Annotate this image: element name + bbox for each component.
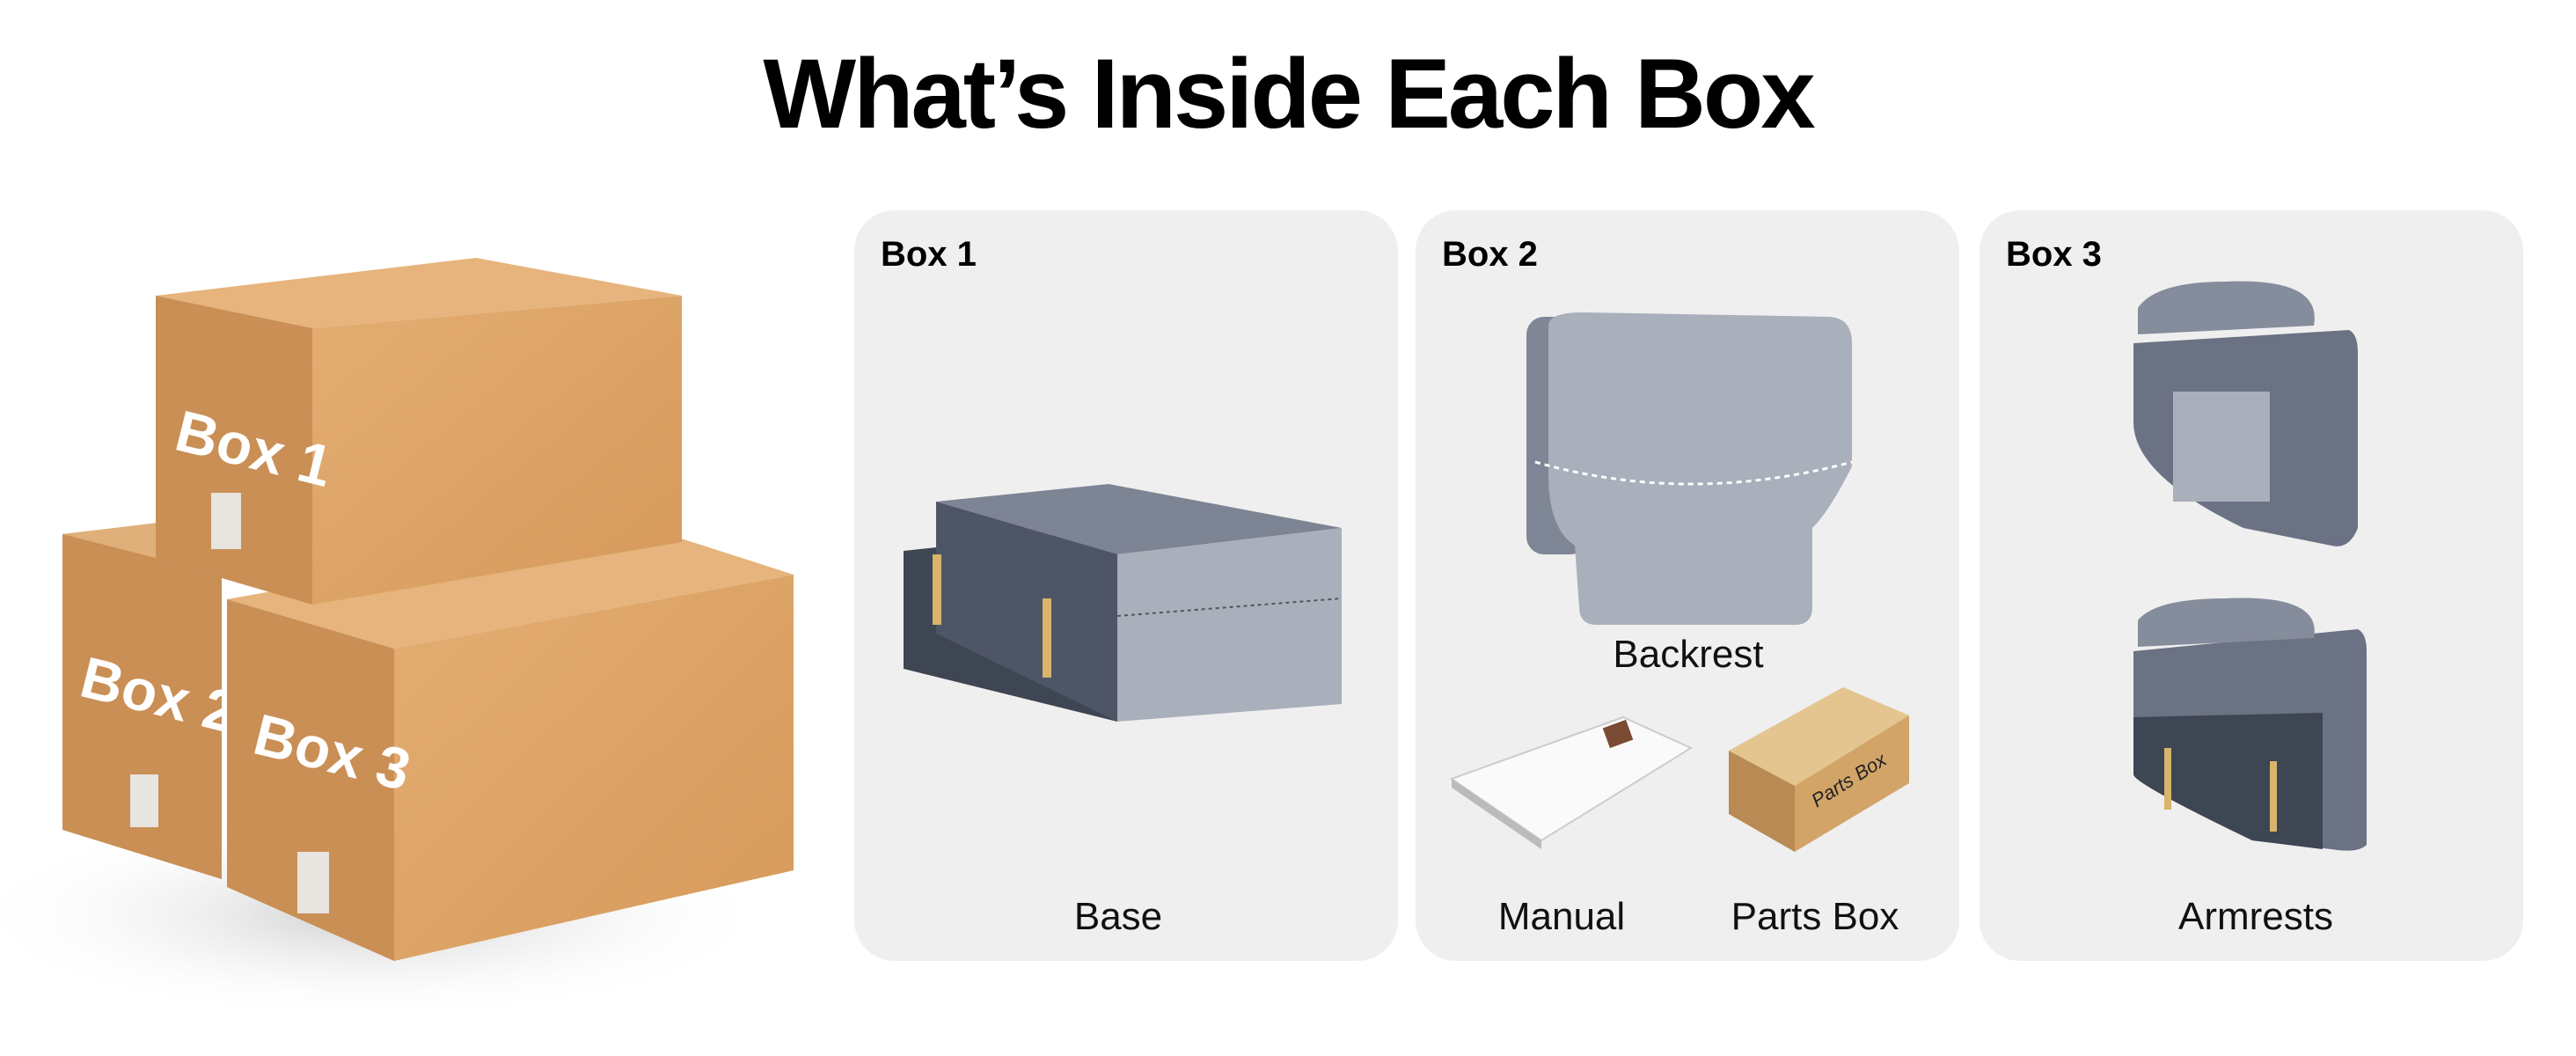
- item-label-manual: Manual: [1497, 895, 1626, 938]
- panel-label: Box 2: [1442, 235, 1538, 274]
- page-title: What’s Inside Each Box: [763, 39, 1815, 149]
- shipping-boxes-image: Box 2 Box 3 Box 1: [0, 258, 794, 1021]
- parts-box-image: Parts Box: [1729, 687, 1909, 852]
- armrests-image: [2133, 281, 2367, 851]
- shipping-box-2: Box 2: [62, 523, 244, 879]
- panel-label: Box 1: [881, 235, 977, 274]
- backrest-image: [1526, 312, 1853, 625]
- item-label-armrests: Armrests: [2178, 895, 2333, 938]
- panel-label: Box 3: [2006, 235, 2102, 274]
- shipping-box-3: Box 3: [227, 525, 794, 961]
- manual-image: [1449, 715, 1694, 849]
- shipping-box-1: Box 1: [156, 258, 682, 605]
- base-image: [904, 484, 1343, 722]
- item-label-backrest: Backrest: [1613, 633, 1764, 676]
- item-label-parts-box: Parts Box: [1731, 895, 1899, 938]
- item-label-base: Base: [1073, 895, 1163, 938]
